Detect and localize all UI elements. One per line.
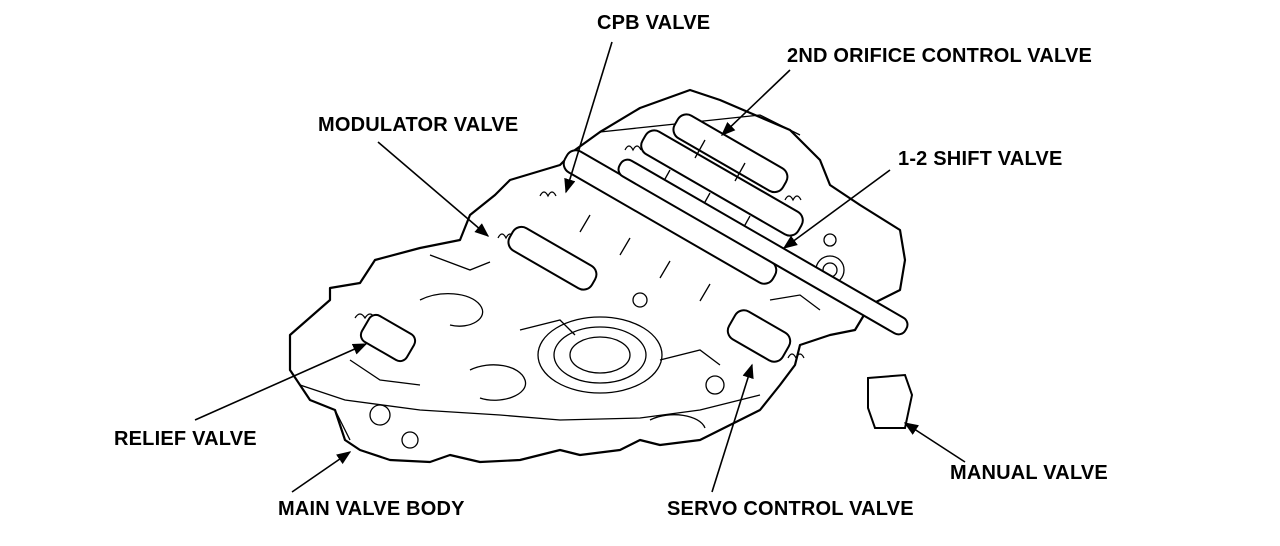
leader-1-2-shift	[782, 169, 891, 249]
leader-cpb	[564, 41, 613, 194]
manual-valve-part	[617, 158, 914, 429]
modulator-valve-label: MODULATOR VALVE	[318, 114, 519, 136]
one-two-shift-valve-label: 1-2 SHIFT VALVE	[898, 148, 1063, 170]
cpb-valve-label: CPB VALVE	[597, 12, 711, 34]
leader-main-body	[291, 451, 352, 493]
manual-valve-label: MANUAL VALVE	[950, 462, 1108, 484]
leader-relief	[194, 343, 368, 421]
leader-manual	[903, 422, 966, 463]
servo-control-valve-label: SERVO CONTROL VALVE	[667, 498, 914, 520]
relief-valve-part	[354, 313, 417, 363]
leader-lines	[194, 41, 966, 493]
modulator-valve-part	[497, 225, 598, 291]
relief-valve-label: RELIEF VALVE	[114, 428, 257, 450]
servo-control-valve-part	[726, 309, 805, 363]
leader-servo	[711, 363, 754, 493]
second-orifice-control-valve-part	[672, 113, 802, 202]
second-orifice-control-valve-label: 2ND ORIFICE CONTROL VALVE	[787, 45, 1093, 67]
leader-2nd-orifice	[720, 69, 791, 136]
leader-modulator	[377, 141, 490, 237]
main-valve-body-label: MAIN VALVE BODY	[278, 498, 465, 520]
